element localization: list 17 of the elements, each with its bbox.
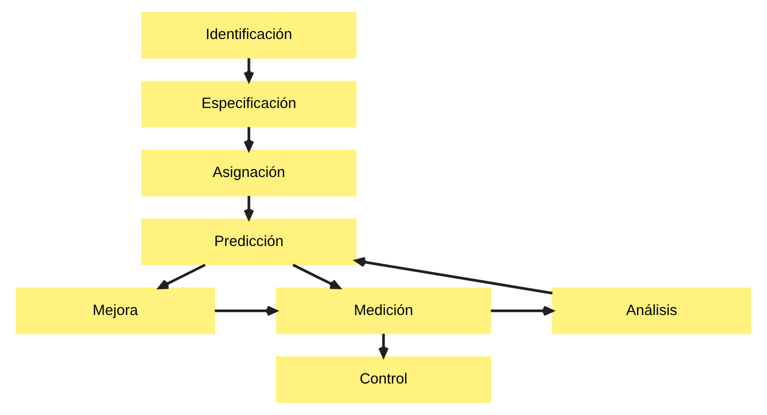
arrow [354, 256, 553, 295]
node-box: Medición [276, 288, 492, 334]
node-box: Análisis [552, 288, 752, 334]
arrow [378, 334, 389, 358]
arrow [158, 264, 206, 290]
node-box: Especificación [141, 80, 356, 128]
node-box: Identificación [141, 12, 356, 59]
node-box: Asignación [141, 150, 356, 196]
arrow [490, 306, 554, 316]
arrow [244, 58, 254, 82]
arrow [214, 306, 278, 316]
arrow [244, 127, 254, 152]
node-box: Mejora [16, 288, 215, 334]
arrow [292, 264, 341, 290]
arrow [244, 196, 254, 220]
node-box: Control [276, 356, 492, 404]
node-box: Predicción [141, 218, 356, 266]
